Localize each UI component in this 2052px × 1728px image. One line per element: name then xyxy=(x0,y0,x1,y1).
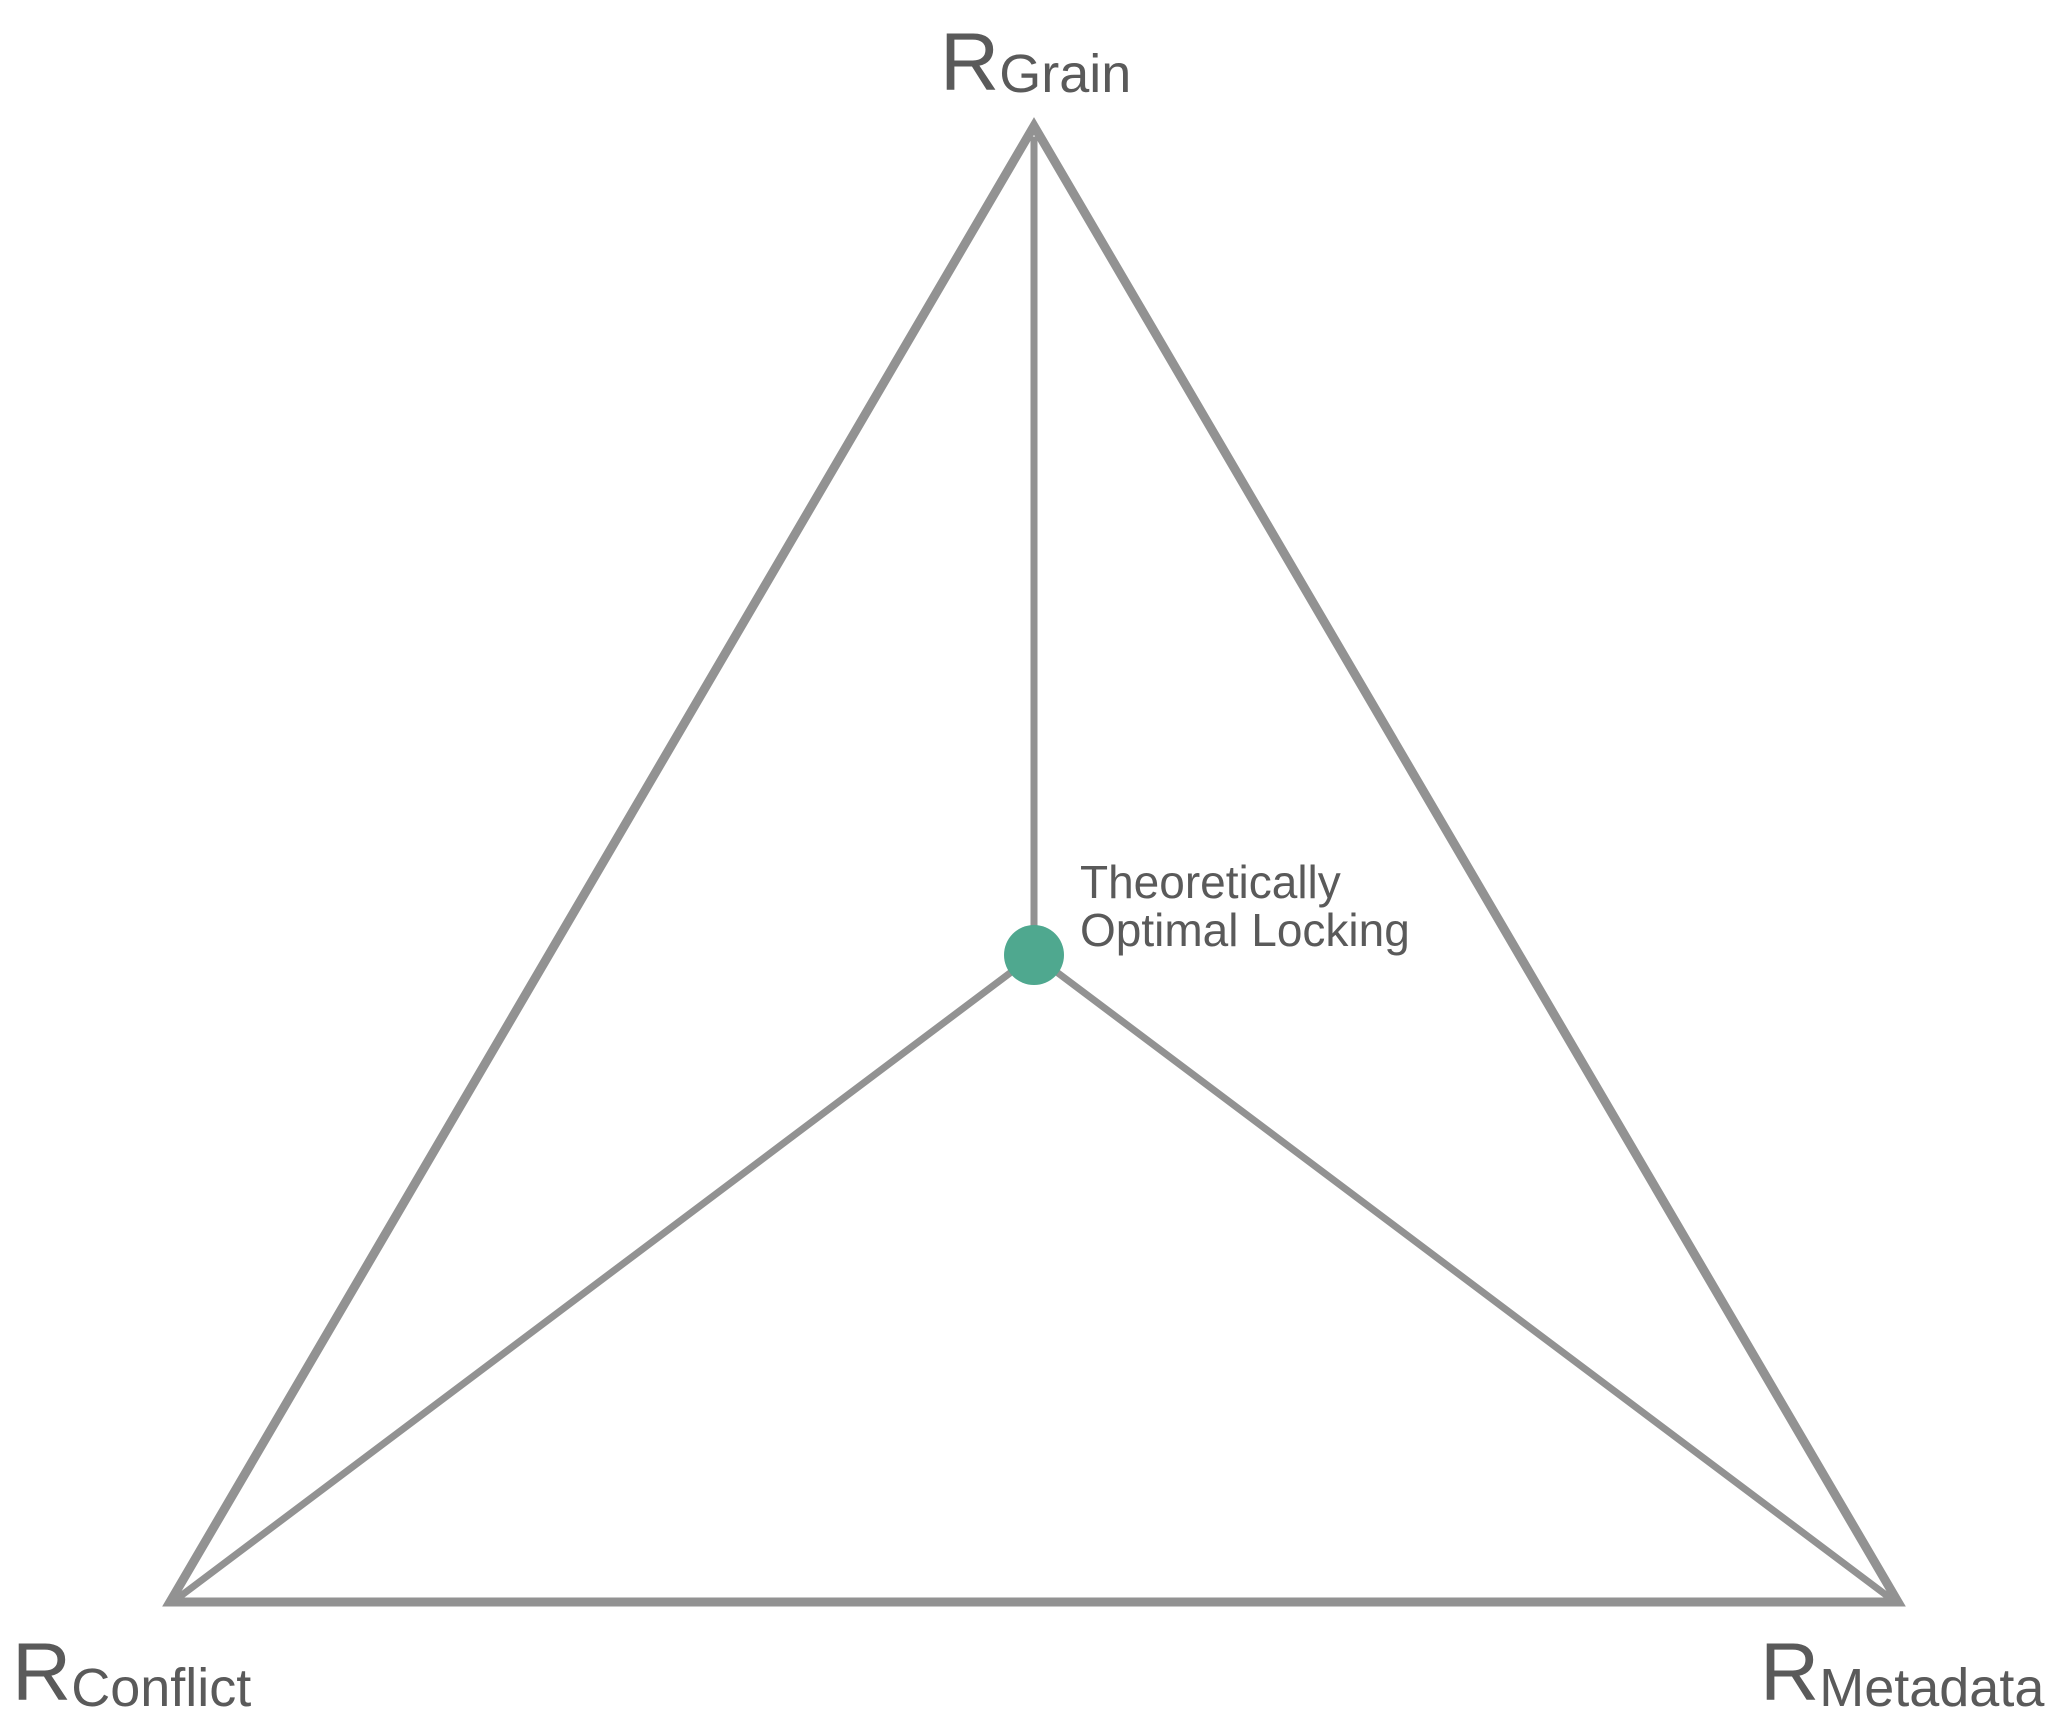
vertex-label-metadata-main: R xyxy=(1760,1627,1819,1718)
vertex-label-metadata: RMetadata xyxy=(1760,1627,2045,1718)
spoke-to-conflict xyxy=(174,951,1038,1602)
outer-triangle xyxy=(162,117,1906,1607)
spoke-to-metadata xyxy=(1030,951,1894,1602)
vertex-label-grain: RGrain xyxy=(940,17,1131,108)
vertex-label-grain-main: R xyxy=(940,17,999,108)
optimal-locking-label-line1: Theoretically xyxy=(1080,856,1341,908)
optimal-locking-label-line2: Optimal Locking xyxy=(1080,904,1410,956)
vertex-label-conflict: RConflict xyxy=(12,1627,251,1718)
vertex-label-conflict-main: R xyxy=(12,1627,71,1718)
vertex-label-grain-sub: Grain xyxy=(999,44,1131,104)
optimal-locking-point xyxy=(1004,925,1064,985)
vertex-label-conflict-sub: Conflict xyxy=(71,1658,251,1718)
vertex-label-metadata-sub: Metadata xyxy=(1819,1658,2045,1718)
optimal-locking-label: Theoretically Optimal Locking xyxy=(1080,856,1410,956)
